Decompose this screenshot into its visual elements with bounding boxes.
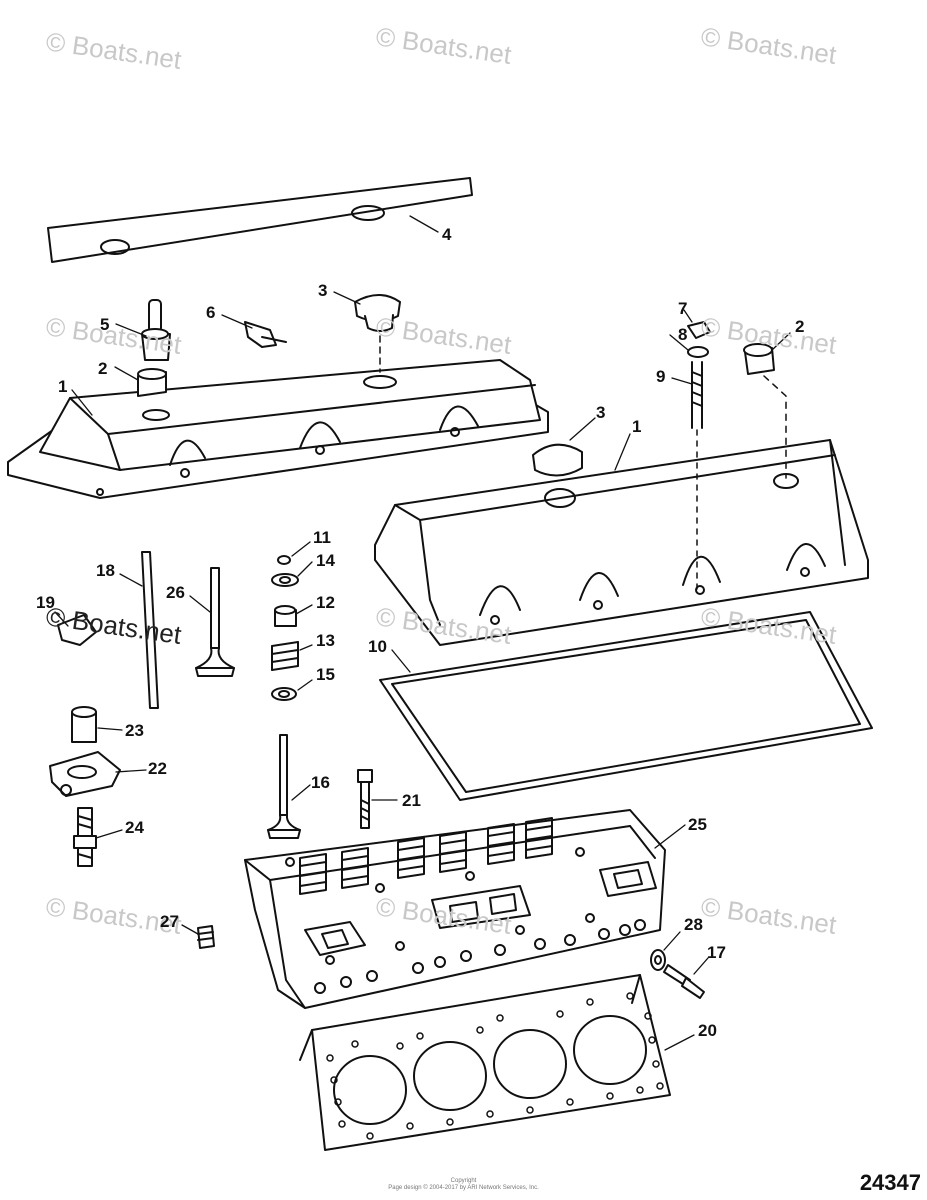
part-17-bolt (663, 964, 705, 999)
watermark: © Boats.net (699, 21, 839, 70)
callout-27: 27 (160, 912, 179, 931)
part-20-head-gasket (299, 974, 671, 1151)
callout-17: 17 (707, 943, 726, 962)
watermark: © Boats.net (44, 601, 184, 650)
callout-3: 3 (596, 403, 605, 422)
copyright-notice: Copyright Page design © 2004-2017 by ARI… (0, 1178, 927, 1192)
part-1-left-valve-cover (7, 359, 549, 499)
copyright-line: Copyright (450, 1178, 477, 1184)
part-3-oil-cap-left (354, 294, 401, 373)
watermark: © Boats.net (374, 21, 514, 70)
callout-8: 8 (678, 325, 687, 344)
part-11-keeper (277, 555, 291, 565)
part-2-grommet-left (137, 368, 167, 397)
part-5-pcv-fitting (141, 299, 171, 361)
callout-9: 9 (656, 367, 665, 386)
part-6-clip (244, 321, 287, 348)
leader-lines (54, 215, 791, 1051)
watermark: © Boats.net (44, 26, 184, 75)
callout-20: 20 (698, 1021, 717, 1040)
part-8-washer (687, 346, 709, 358)
callout-7: 7 (678, 299, 687, 318)
callout-26: 26 (166, 583, 185, 602)
part-9-stud (691, 361, 703, 591)
watermark: © Boats.net (699, 601, 839, 650)
part-21-head-bolt (357, 769, 373, 829)
callout-2: 2 (795, 317, 804, 336)
callout-22: 22 (148, 759, 167, 778)
figure-number: 24347 (859, 1170, 921, 1195)
callout-1: 1 (58, 377, 67, 396)
callout-4: 4 (442, 225, 452, 244)
part-25-cylinder-head (244, 809, 666, 1009)
callout-21: 21 (402, 791, 421, 810)
callout-1: 1 (632, 417, 641, 436)
part-14-retainer (271, 573, 299, 587)
callout-15: 15 (316, 665, 335, 684)
part-2-grommet-right (743, 343, 787, 479)
part-7-nut (687, 321, 711, 339)
part-28-washer (650, 949, 666, 971)
callout-12: 12 (316, 593, 335, 612)
part-4-gasket-strip (47, 177, 473, 263)
callout-10: 10 (368, 637, 387, 656)
callout-3: 3 (318, 281, 327, 300)
callout-16: 16 (311, 773, 330, 792)
part-19-guide (57, 614, 97, 646)
watermark: © Boats.net (44, 311, 184, 360)
part-1-right-valve-cover (374, 439, 869, 646)
callout-11: 11 (313, 528, 331, 547)
callout-24: 24 (125, 818, 144, 837)
part-10-cover-gasket (379, 611, 873, 801)
part-13-spring (271, 641, 299, 671)
callout-19: 19 (36, 593, 55, 612)
part-16-valve (267, 734, 301, 839)
callout-6: 6 (206, 303, 215, 322)
part-24-rocker-stud (73, 807, 97, 867)
callout-28: 28 (684, 915, 703, 934)
callout-5: 5 (100, 315, 109, 334)
callout-14: 14 (316, 551, 335, 570)
part-23-pivot (71, 706, 97, 743)
part-18-pushrod (141, 551, 159, 709)
part-22-rocker-arm (49, 751, 121, 797)
callout-18: 18 (96, 561, 115, 580)
callout-23: 23 (125, 721, 144, 740)
watermark: © Boats.net (699, 891, 839, 940)
part-12-seal (274, 605, 297, 627)
copyright-line: Page design © 2004-2017 by ARI Network S… (388, 1185, 539, 1191)
part-3-oil-cap-right (532, 443, 583, 477)
part-27-plug (197, 925, 215, 949)
part-15-shim (271, 687, 297, 701)
callout-labels: 1 2 3 4 5 6 1 2 3 7 8 9 10 11 12 13 14 1… (36, 225, 804, 1040)
callout-25: 25 (688, 815, 707, 834)
callout-13: 13 (316, 631, 335, 650)
callout-2: 2 (98, 359, 107, 378)
watermark: © Boats.net (374, 311, 514, 360)
part-26-valve (195, 567, 235, 677)
